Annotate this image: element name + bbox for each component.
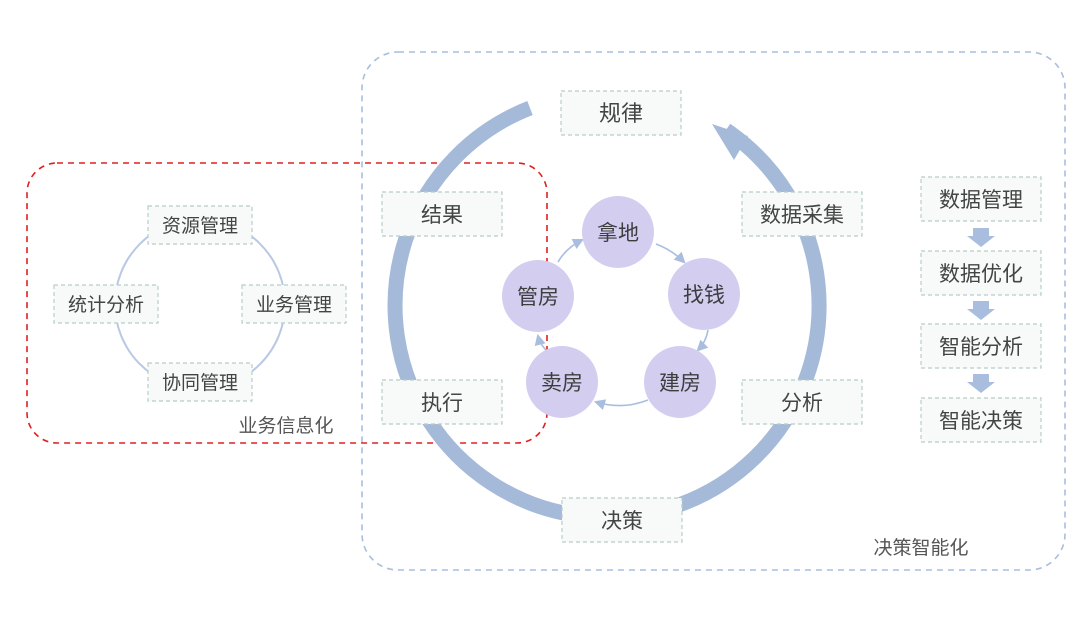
business-cycle-boxes: 资源管理 业务管理 协同管理 统计分析 — [53, 205, 347, 402]
outer-box-label: 结果 — [421, 203, 463, 227]
step-label: 数据管理 — [939, 188, 1023, 212]
business-box-tongji: 统计分析 — [53, 284, 159, 324]
outer-box-zhixing: 执行 — [381, 379, 503, 425]
outer-box-label: 规律 — [599, 102, 643, 127]
outer-cycle-boxes: 规律 数据采集 分析 决策 执行 结果 — [381, 90, 863, 543]
step-list: 数据管理 数据优化 智能分析 智能决策 — [920, 176, 1042, 443]
step-down-arrow — [967, 301, 995, 320]
business-box-label: 协同管理 — [162, 372, 238, 394]
step-label: 智能分析 — [939, 335, 1023, 359]
step-zhinengfenxi: 智能分析 — [920, 323, 1042, 369]
inner-node-label: 卖房 — [541, 371, 583, 395]
outer-box-fenxi: 分析 — [741, 379, 863, 425]
outer-box-label: 分析 — [781, 391, 823, 415]
inner-node-label: 拿地 — [597, 221, 639, 245]
outer-cycle-arrowhead — [712, 124, 748, 160]
step-zhinengjuece: 智能决策 — [920, 397, 1042, 443]
step-shujuyouhua: 数据优化 — [920, 250, 1042, 296]
business-info-label: 业务信息化 — [238, 415, 333, 437]
decision-intel-label: 决策智能化 — [873, 537, 968, 559]
inner-node-guanfang: 管房 — [502, 260, 574, 332]
outer-cycle-ring — [387, 101, 827, 525]
step-label: 智能决策 — [939, 409, 1023, 433]
business-box-label: 资源管理 — [162, 215, 238, 237]
inner-node-label: 找钱 — [683, 283, 725, 307]
inner-cycle-arrows — [534, 238, 709, 410]
business-box-yewu: 业务管理 — [241, 284, 347, 324]
inner-node-nadi: 拿地 — [582, 196, 654, 268]
business-box-label: 统计分析 — [68, 294, 144, 316]
step-down-arrow — [967, 228, 995, 247]
step-down-arrow — [967, 374, 995, 393]
outer-box-label: 数据采集 — [760, 203, 844, 227]
inner-node-jianfang: 建房 — [644, 346, 716, 418]
outer-box-juece: 决策 — [561, 497, 683, 543]
outer-box-label: 决策 — [601, 509, 643, 533]
outer-box-jieguo: 结果 — [381, 191, 503, 237]
inner-node-label: 管房 — [517, 285, 559, 309]
outer-box-label: 执行 — [421, 391, 463, 415]
inner-node-maifang: 卖房 — [526, 346, 598, 418]
step-shujuguanli: 数据管理 — [920, 176, 1042, 222]
business-box-label: 业务管理 — [256, 294, 332, 316]
inner-cycle: 拿地 找钱 建房 卖房 管房 — [502, 196, 740, 418]
business-box-ziyuan: 资源管理 — [147, 205, 253, 245]
inner-node-zhaoqian: 找钱 — [668, 258, 740, 330]
outer-box-guilv: 规律 — [560, 90, 682, 136]
step-label: 数据优化 — [939, 262, 1023, 286]
business-box-xietong: 协同管理 — [147, 362, 253, 402]
outer-box-shujucaiji: 数据采集 — [741, 191, 863, 237]
inner-node-label: 建房 — [659, 371, 701, 395]
